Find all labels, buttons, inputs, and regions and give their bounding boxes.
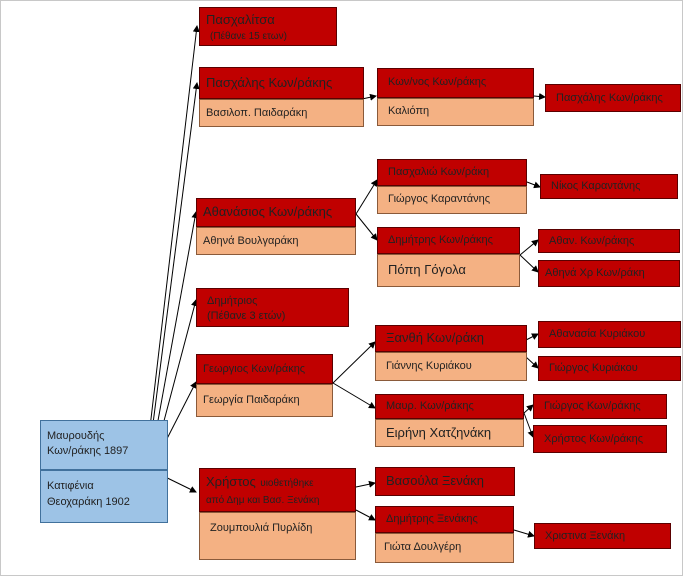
child-spouse-name: Αθηνά Βουλγαράκη <box>203 235 299 247</box>
great-grandchild-name: Αθαν. Κων/ράκης <box>549 235 635 247</box>
link-c5-g4 <box>332 341 376 384</box>
great-grandchild-name: Γιώργος Κυριάκου <box>549 362 638 374</box>
child-note: (Πέθανε 3 ετών) <box>207 310 286 322</box>
grandchild-spouse-node[interactable]: Γιώργος Καραντάνης <box>377 186 527 214</box>
child-node-georgios[interactable]: Γεωργιος Κων/ράκης <box>196 354 333 384</box>
root-spouse-line2: Θεοχαράκη 1902 <box>47 496 130 508</box>
child-spouse-node[interactable]: Ζουμπουλιά Πυρλίδη <box>199 512 356 560</box>
child-spouse-node[interactable]: Γεωργία Παιδαράκη <box>196 384 333 417</box>
great-grandchild-name: Αθηνά Χρ Κων/ράκη <box>545 267 645 279</box>
child-node-christos[interactable]: Χρήστος υιοθετήθηκε από Δημ και Βασ. Ξεν… <box>199 468 356 512</box>
great-grandchild-node[interactable]: Νίκος Καραντάνης <box>540 174 678 199</box>
link-g1-gg1 <box>533 92 546 100</box>
grandchild-spouse-name: Γιώτα Δουλγέρη <box>384 541 462 553</box>
grandchild-name: Πασχαλιώ Κων/ράκη <box>388 166 490 178</box>
link-g2-gg2 <box>526 181 541 189</box>
link-c3-g2 <box>355 179 378 215</box>
grandchild-name: Δημήτρης Ξενάκης <box>386 513 478 525</box>
link-root-c1 <box>144 25 200 471</box>
root-spouse-line1: Κατιφένια <box>47 480 94 492</box>
child-note: (Πέθανε 15 ετων) <box>210 31 287 42</box>
child-name-row: Χρήστος υιοθετήθηκε <box>206 473 314 491</box>
great-grandchild-name: Πασχάλης Κων/ράκης <box>556 92 663 104</box>
child-spouse-name: Ζουμπουλιά Πυρλίδη <box>210 522 313 534</box>
grandchild-node-paschalio[interactable]: Πασχαλιώ Κων/ράκη <box>377 159 527 186</box>
great-grandchild-node[interactable]: Πασχάλης Κων/ράκης <box>545 84 681 112</box>
link-c5-g5 <box>332 382 376 409</box>
grandchild-name: Δημήτρης Κων/ράκης <box>388 234 493 246</box>
root-person-node[interactable]: Μαυρουδής Κων/ράκης 1897 <box>40 420 168 470</box>
great-grandchild-node[interactable]: Αθαν. Κων/ράκης <box>538 229 680 253</box>
child-note: υιοθετήθηκε <box>260 478 314 489</box>
grandchild-spouse-name: Γιώργος Καραντάνης <box>388 193 490 205</box>
link-g3-gg3 <box>519 239 539 256</box>
child-node-dimitrios[interactable]: Δημήτριος (Πέθανε 3 ετών) <box>196 288 349 327</box>
child-spouse-node[interactable]: Αθηνά Βουλγαράκη <box>196 227 356 255</box>
link-root-c2 <box>146 82 200 471</box>
great-grandchild-node[interactable]: Γιώργος Κυριάκου <box>538 356 681 381</box>
great-grandchild-name: Αθανασία Κυριάκου <box>549 328 646 340</box>
child-name: Πασχαλίτσα <box>206 12 275 27</box>
grandchild-spouse-node[interactable]: Ειρήνη Χατζηνάκη <box>375 419 524 447</box>
child-name: Δημήτριος <box>207 295 258 307</box>
grandchild-spouse-node[interactable]: Γιώτα Δουλγέρη <box>375 533 514 563</box>
grandchild-spouse-node[interactable]: Καλιόπη <box>377 98 534 126</box>
child-spouse-name: Βασιλοπ. Παιδαράκη <box>206 107 308 119</box>
link-c6-g6 <box>355 480 376 488</box>
grandchild-name: Βασούλα Ξενάκη <box>386 473 484 488</box>
child-node-athanasios[interactable]: Αθανάσιος Κων/ράκης <box>196 198 356 227</box>
grandchild-spouse-name: Καλιόπη <box>388 105 430 117</box>
child-name: Πασχάλης Κων/ράκης <box>206 75 333 90</box>
grandchild-name: Μαυρ. Κων/ράκης <box>386 400 474 412</box>
child-name: Χρήστος <box>206 474 256 489</box>
grandchild-node-vasoula[interactable]: Βασούλα Ξενάκη <box>375 467 515 496</box>
grandchild-node-xanthi[interactable]: Ξανθή Κων/ράκη <box>375 325 527 352</box>
child-name: Αθανάσιος Κων/ράκης <box>203 204 333 219</box>
great-grandchild-name: Χρήστος Κων/ράκης <box>544 433 644 445</box>
link-c6-g7 <box>355 509 376 521</box>
child-spouse-name: Γεωργία Παιδαράκη <box>203 394 300 406</box>
root-name-line2: Κων/ράκης 1897 <box>47 445 129 457</box>
link-c3-g3 <box>355 213 378 241</box>
root-name-line1: Μαυρουδής <box>47 430 105 442</box>
great-grandchild-name: Χριστινα Ξενάκη <box>545 530 626 542</box>
great-grandchild-node[interactable]: Γιώργος Κων/ράκης <box>533 394 667 419</box>
grandchild-spouse-name: Πόπη Γόγολα <box>388 262 466 277</box>
link-g5-gg7 <box>523 404 534 414</box>
grandchild-node-dimitris-xenakis[interactable]: Δημήτρης Ξενάκης <box>375 506 514 533</box>
grandchild-spouse-name: Ειρήνη Χατζηνάκη <box>386 425 492 440</box>
great-grandchild-node[interactable]: Αθανασία Κυριάκου <box>538 321 681 348</box>
link-g3-gg4 <box>519 254 539 273</box>
great-grandchild-node[interactable]: Χριστινα Ξενάκη <box>534 523 671 549</box>
grandchild-name: Ξανθή Κων/ράκη <box>386 330 484 345</box>
child-spouse-node[interactable]: Βασιλοπ. Παιδαράκη <box>199 99 364 127</box>
grandchild-node-konstantinos[interactable]: Κων/νος Κων/ράκης <box>377 68 534 98</box>
child-node-paschalitsa[interactable]: Πασχαλίτσα (Πέθανε 15 ετων) <box>199 7 337 46</box>
great-grandchild-node[interactable]: Χρήστος Κων/ράκης <box>533 425 667 453</box>
grandchild-spouse-node[interactable]: Πόπη Γόγολα <box>377 254 520 287</box>
child-node-paschalis[interactable]: Πασχάλης Κων/ράκης <box>199 67 364 99</box>
child-note-line2: από Δημ και Βασ. Ξενάκη <box>206 495 320 506</box>
grandchild-spouse-name: Γιάννης Κυριάκου <box>386 360 472 372</box>
link-g5-gg8 <box>523 412 535 438</box>
great-grandchild-name: Γιώργος Κων/ράκης <box>544 400 641 412</box>
grandchild-node-mavroudis[interactable]: Μαυρ. Κων/ράκης <box>375 394 524 419</box>
grandchild-name: Κων/νος Κων/ράκης <box>388 76 487 88</box>
great-grandchild-name: Νίκος Καραντάνης <box>551 180 641 192</box>
grandchild-spouse-node[interactable]: Γιάννης Κυριάκου <box>375 352 527 381</box>
child-name: Γεωργιος Κων/ράκης <box>203 363 306 375</box>
great-grandchild-node[interactable]: Αθηνά Χρ Κων/ράκη <box>538 260 680 287</box>
root-spouse-node[interactable]: Κατιφένια Θεοχαράκη 1902 <box>40 470 168 523</box>
grandchild-node-dimitris[interactable]: Δημήτρης Κων/ράκης <box>377 227 520 254</box>
link-g7-gg9 <box>513 529 535 538</box>
